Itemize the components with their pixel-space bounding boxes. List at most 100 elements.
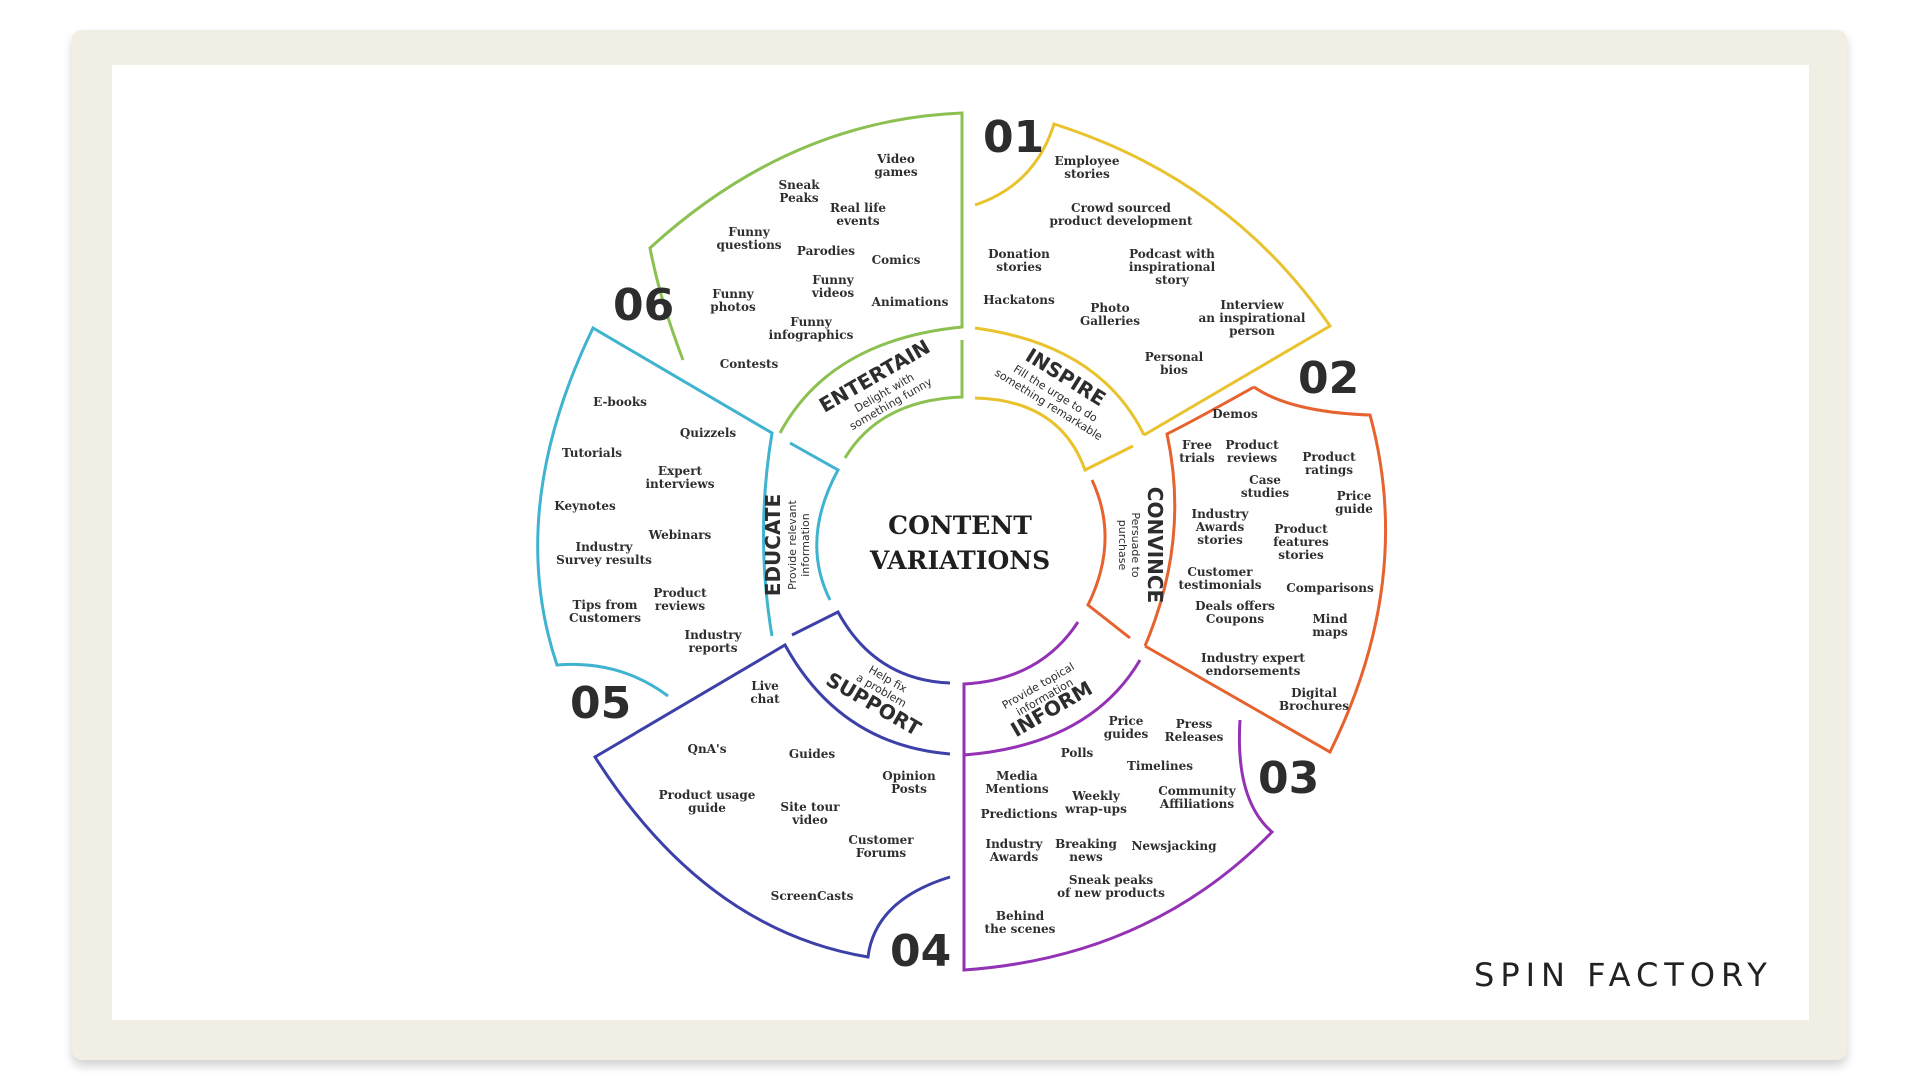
segment-05-outline <box>536 325 774 698</box>
content-item-line: Price <box>1337 489 1372 503</box>
inner-arc-educate <box>789 441 841 601</box>
content-item-inspire: Hackatons <box>983 293 1055 307</box>
content-item-line: Podcast with <box>1129 247 1215 261</box>
content-item-line: Contests <box>720 357 779 371</box>
content-item-line: Video <box>876 152 915 166</box>
content-item-line: Releases <box>1165 730 1224 744</box>
content-item-line: Awards <box>1195 520 1245 534</box>
content-item-support: QnA's <box>688 742 727 756</box>
content-item-line: of new products <box>1057 886 1165 900</box>
content-item-line: events <box>836 214 880 228</box>
content-item-line: Opinion <box>882 769 936 783</box>
content-item-line: photos <box>710 300 756 314</box>
content-item-line: Photo <box>1090 301 1129 315</box>
content-item-line: inspirational <box>1129 260 1216 274</box>
content-item-line: Galleries <box>1080 314 1140 328</box>
content-item-inform: Newsjacking <box>1131 839 1217 853</box>
content-item-line: Digital <box>1291 686 1337 700</box>
content-item-line: Brochures <box>1279 699 1349 713</box>
content-item-line: Real life <box>830 201 886 215</box>
content-item-line: Affiliations <box>1159 797 1234 811</box>
content-item-line: Timelines <box>1127 759 1193 773</box>
content-item-line: Funny <box>712 287 754 301</box>
tagline-educate-2: information <box>799 513 812 577</box>
content-item-line: games <box>874 165 917 179</box>
content-item-line: Animations <box>871 295 949 309</box>
content-item-educate: Webinars <box>648 528 712 542</box>
content-item-line: Demos <box>1212 407 1258 421</box>
content-item-line: Industry <box>684 628 742 642</box>
content-item-educate: Quizzels <box>680 426 737 440</box>
content-item-line: Mentions <box>985 782 1048 796</box>
content-item-line: story <box>1155 273 1190 287</box>
content-item-line: Product <box>1274 522 1328 536</box>
content-item-entertain: Contests <box>720 357 779 371</box>
content-item-entertain: Comics <box>872 253 921 267</box>
tagline-convince-1: Persuade to <box>1129 512 1142 578</box>
content-item-line: bios <box>1160 363 1188 377</box>
content-item-line: Product <box>653 586 707 600</box>
content-item-line: Price <box>1109 714 1144 728</box>
content-item-line: interviews <box>645 477 714 491</box>
tagline-educate-1: Provide relevant <box>786 499 799 589</box>
segment-04-outline <box>592 642 951 959</box>
content-item-inform: Predictions <box>981 807 1058 821</box>
number-04: 04 <box>890 926 951 977</box>
content-item-line: E-books <box>593 395 647 409</box>
content-item-line: studies <box>1241 486 1290 500</box>
content-item-line: Industry <box>1191 507 1249 521</box>
content-item-line: person <box>1229 324 1275 338</box>
content-item-educate: Keynotes <box>554 499 616 513</box>
inner-arc-support <box>791 610 951 685</box>
content-item-line: testimonials <box>1178 578 1261 592</box>
content-item-line: Tutorials <box>562 446 622 460</box>
number-05: 05 <box>570 678 631 729</box>
content-item-line: Sneak peaks <box>1069 873 1153 887</box>
content-item-line: Personal <box>1145 350 1204 364</box>
content-item-line: Funny <box>790 315 832 329</box>
content-item-line: questions <box>716 238 781 252</box>
content-item-line: endorsements <box>1206 664 1301 678</box>
content-item-line: Survey results <box>556 553 652 567</box>
content-item-line: Forums <box>856 846 907 860</box>
content-item-line: ratings <box>1305 463 1353 477</box>
content-item-line: Posts <box>891 782 927 796</box>
content-item-line: Product <box>1225 438 1279 452</box>
content-item-line: Newsjacking <box>1131 839 1217 853</box>
content-item-educate: Tutorials <box>562 446 622 460</box>
content-item-line: Hackatons <box>983 293 1055 307</box>
content-item-line: Deals offers <box>1195 599 1275 613</box>
content-item-line: Funny <box>812 273 854 287</box>
content-item-line: Case <box>1249 473 1281 487</box>
content-item-line: Donation <box>988 247 1050 261</box>
category-convince: CONVINCE <box>1143 487 1167 603</box>
content-item-line: chat <box>750 692 780 706</box>
content-item-line: Employee <box>1054 154 1119 168</box>
content-item-line: stories <box>1278 548 1324 562</box>
content-item-line: reviews <box>1227 451 1277 465</box>
content-item-line: Peaks <box>779 191 818 205</box>
